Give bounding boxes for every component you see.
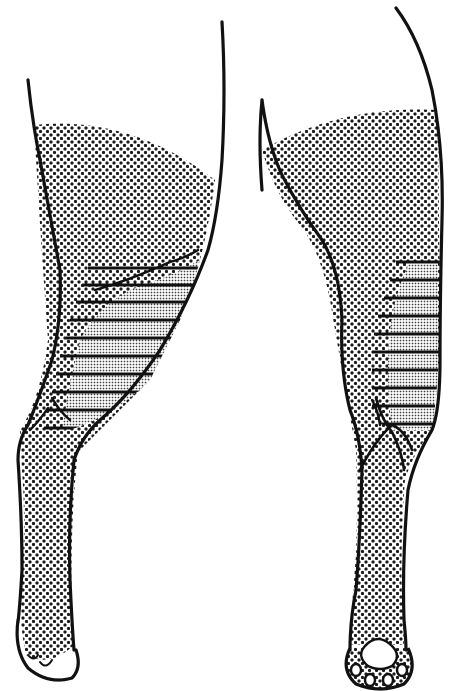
- right-leg-view: [260, 8, 442, 689]
- right-leg-upper-curve: [260, 100, 262, 190]
- right-paw: [346, 639, 412, 689]
- digital-pad-3: [383, 674, 393, 686]
- digital-pad-1: [351, 664, 361, 676]
- digital-pad-2: [365, 674, 375, 686]
- left-leg-view: [17, 22, 224, 680]
- digital-pad-4: [397, 664, 407, 676]
